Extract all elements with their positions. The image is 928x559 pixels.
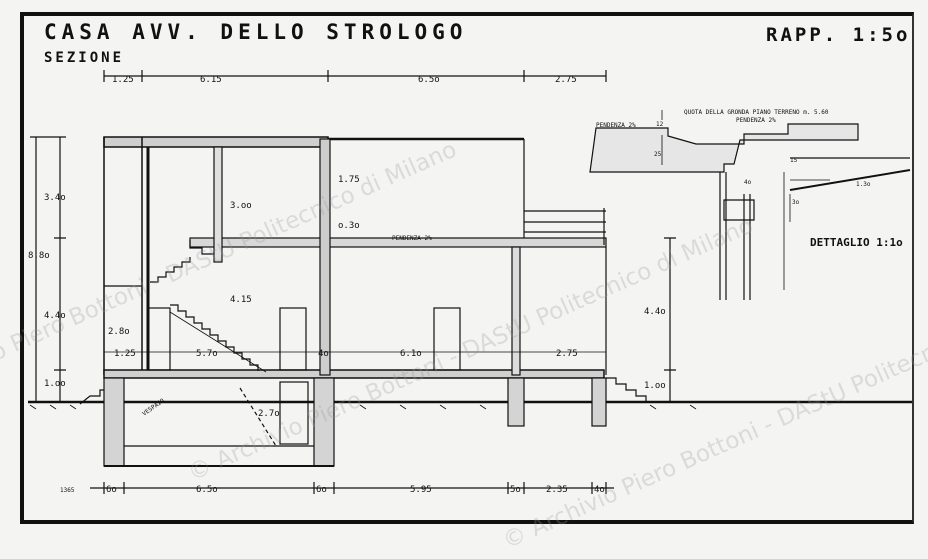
door-3 (147, 307, 171, 371)
detail-slope-left: PENDENZA 2% (596, 122, 636, 129)
upper-column (213, 146, 223, 263)
detail-dim-5: 1.3o (856, 181, 871, 188)
dim-int-2: o.3o (338, 221, 360, 231)
dim-left-0: 3.4o (44, 193, 66, 203)
dim-bottom-6: 4o (594, 485, 605, 495)
mezzanine-slope-label: PENDENZA 2% (392, 235, 432, 242)
ground-floor-slab (103, 369, 605, 379)
entrance-steps-right (606, 377, 647, 402)
detail-dim-4: 3o (792, 199, 800, 206)
detail-gutter-profile (589, 123, 859, 173)
dim-ticks-bottom (103, 482, 607, 494)
dim-ticks-top (103, 70, 607, 82)
dim-bottom-4: 5o (510, 485, 521, 495)
dim-int-5: 4.4o (644, 307, 666, 317)
foundation-left (103, 377, 125, 467)
dim-bottom-3: 5.95 (410, 485, 432, 495)
dim-ticks-right (664, 237, 676, 403)
central-column (319, 138, 331, 376)
watermark-layer: © Archivio Piero Bottoni - DAStU Politec… (0, 137, 928, 555)
door-1 (279, 307, 307, 371)
dim-floor-2: 4o (318, 349, 329, 359)
bottom-dimensions: 6o 6.5o 6o 5.95 5o 2.35 4o (106, 485, 605, 495)
dim-bottom-1: 6.5o (196, 485, 218, 495)
dim-floor-3: 6.1o (400, 349, 422, 359)
dim-int-6: 1.oo (644, 381, 666, 391)
detail-slope-right: PENDENZA 2% (736, 117, 776, 124)
dim-top-1: 6.15 (200, 75, 222, 85)
scale-label: RAPP. 1:5o (766, 24, 911, 46)
dim-int-0: 1.75 (338, 175, 360, 185)
floor-dimensions: 1.25 5.7o 4o 6.1o 2.75 (114, 349, 578, 359)
landing (189, 240, 214, 255)
dim-int-3: 4.15 (230, 295, 252, 305)
dim-floor-4: 2.75 (556, 349, 578, 359)
detail-dim-0: 12 (656, 121, 664, 128)
roof-slab-left (103, 136, 329, 148)
dim-floor-0: 1.25 (114, 349, 136, 359)
foundation-far-right (591, 377, 607, 427)
detail-dim-lines (661, 110, 830, 222)
dim-int-4: 2.7o (258, 409, 280, 419)
detail-dim-3: 4o (744, 179, 752, 186)
right-column (511, 246, 521, 376)
detail-title: DETTAGLIO 1:1o (810, 236, 903, 249)
detail-dim-2: 15 (790, 157, 798, 164)
drawing-subtitle: SEZIONE (44, 50, 125, 66)
drawing-stamp: 1365 (60, 487, 75, 494)
dim-top-3: 2.75 (555, 75, 577, 85)
watermark-text-2: © Archivio Piero Bottoni - DAStU Politec… (184, 213, 757, 487)
ground-hatch (29, 404, 697, 410)
dim-top-0: 1.25 (112, 75, 134, 85)
dim-left-4: 2.8o (108, 327, 130, 337)
vent-label: VESPAIO (141, 397, 166, 417)
top-dimensions: 1.25 6.15 6.5o 2.75 (112, 75, 577, 85)
drawing-frame (20, 12, 914, 524)
dim-bottom-5: 2.35 (546, 485, 568, 495)
main-stair (170, 304, 259, 371)
interior-dimensions: 1.75 3.oo o.3o 4.15 2.7o 4.4o 1.oo (230, 175, 666, 419)
door-2 (433, 307, 461, 371)
foundation-right (507, 377, 525, 427)
dim-bottom-2: 6o (316, 485, 327, 495)
detail-note: QUOTA DELLA GRONDA PIANO TERRENO m. 5.60 (684, 109, 829, 116)
drawing-title: CASA AVV. DELLO STROLOGO (44, 20, 468, 44)
dim-int-1: 3.oo (230, 201, 252, 211)
detail-dim-1: 25 (654, 151, 662, 158)
left-dimensions: 3.4o 8.8o 4.4o 1.oo 2.8o (28, 193, 130, 389)
dim-left-3: 1.oo (44, 379, 66, 389)
dim-left-2: 4.4o (44, 311, 66, 321)
door-basement (279, 381, 309, 445)
basement-stair (239, 387, 277, 447)
main-stair-stringer (169, 311, 267, 373)
detail-window-frame (719, 172, 755, 300)
detail-canopy-slope (789, 169, 911, 191)
dim-bottom-0: 6o (106, 485, 117, 495)
dim-ticks-left (30, 136, 66, 403)
dim-left-1: 8.8o (28, 251, 50, 261)
upper-stair (150, 257, 191, 283)
dim-floor-1: 5.7o (196, 349, 218, 359)
dim-top-2: 6.5o (418, 75, 440, 85)
